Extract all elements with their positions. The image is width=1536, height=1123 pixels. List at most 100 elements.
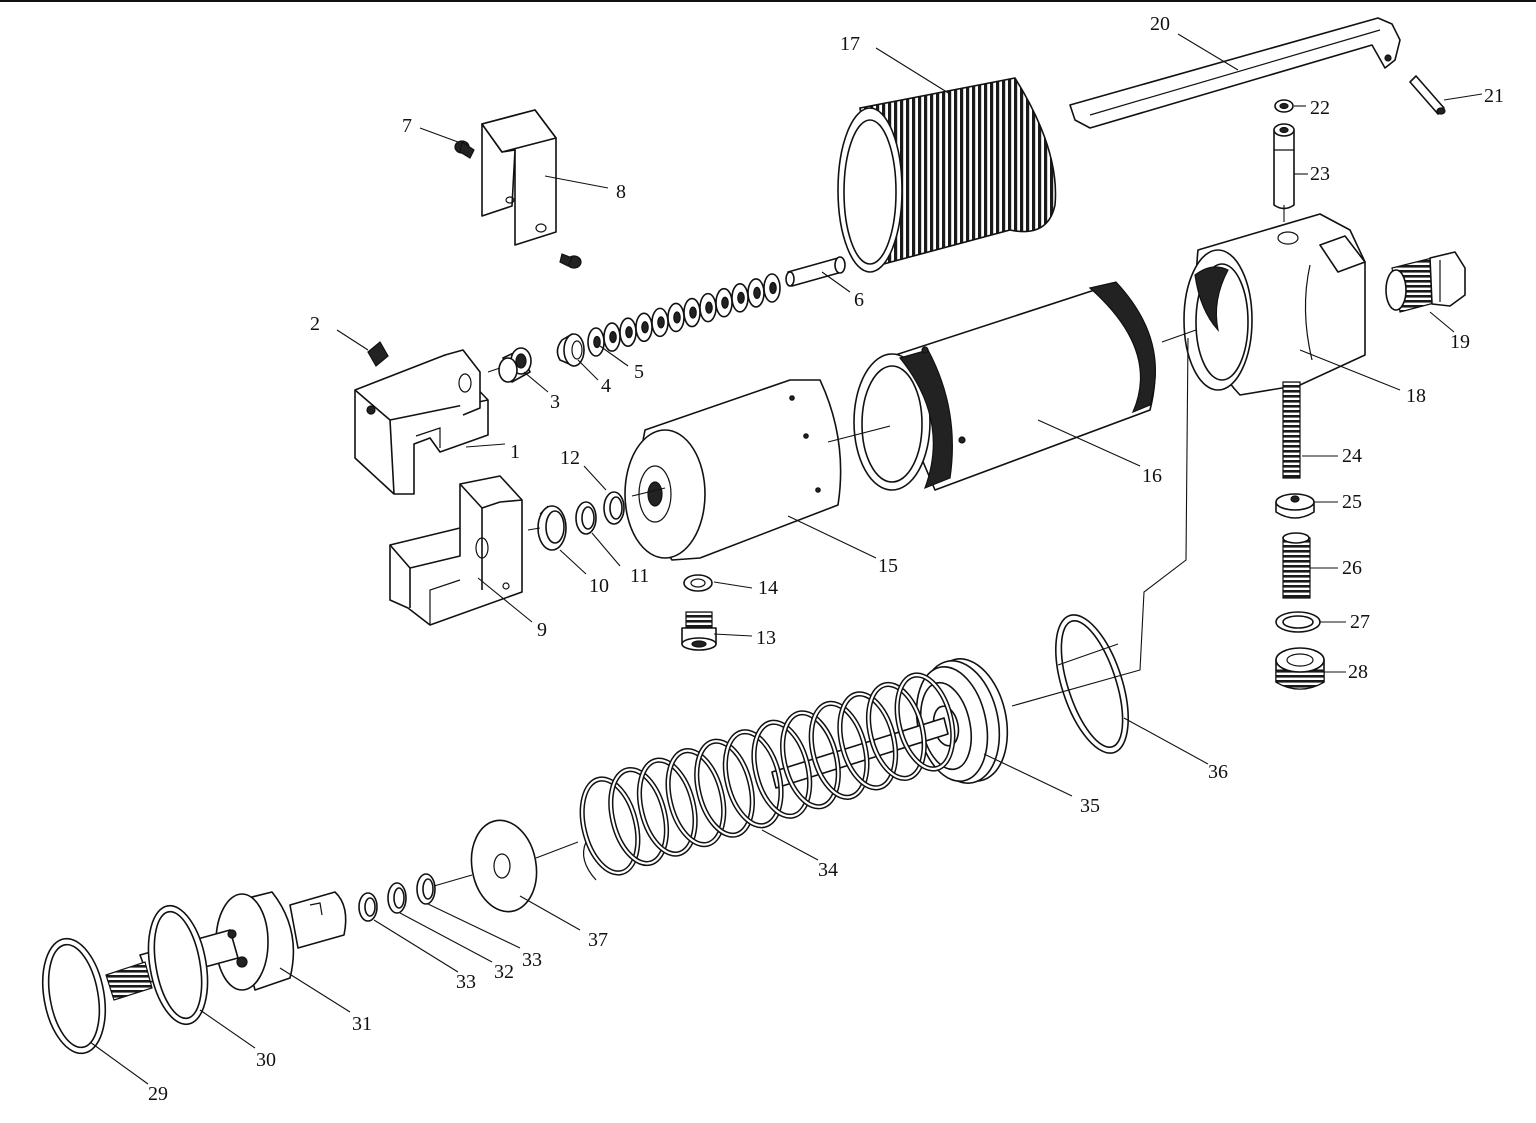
disc xyxy=(587,327,605,357)
part-10-seal xyxy=(537,505,567,551)
disc xyxy=(747,278,765,308)
label-part-34: 34 xyxy=(818,859,838,881)
part-5-disc-stack xyxy=(587,273,781,357)
part-7-screw-lower xyxy=(559,253,582,269)
spring-coil xyxy=(838,692,897,790)
part-37-washer xyxy=(470,819,538,913)
part-27-o-ring xyxy=(1275,611,1321,633)
spring-coil xyxy=(867,683,926,780)
part-2-set-screw xyxy=(367,341,389,367)
spring-coil xyxy=(896,673,954,771)
label-part-20: 20 xyxy=(1150,13,1170,35)
label-part-37: 37 xyxy=(588,929,608,951)
label-part-32: 32 xyxy=(494,961,514,983)
label-part-14: 14 xyxy=(758,577,778,599)
disc xyxy=(651,307,669,338)
label-part-21: 21 xyxy=(1484,85,1504,107)
spring-coil xyxy=(752,721,811,818)
label-part-5: 5 xyxy=(634,361,644,383)
disc xyxy=(667,302,685,333)
disc xyxy=(619,317,637,347)
label-part-31: 31 xyxy=(352,1013,372,1035)
label-part-9: 9 xyxy=(537,619,547,641)
label-part-28: 28 xyxy=(1348,661,1368,683)
label-part-10: 10 xyxy=(589,575,609,597)
spring-coil xyxy=(667,749,725,846)
part-9-jaw-base xyxy=(389,475,523,626)
disc xyxy=(683,297,701,328)
spring-coil xyxy=(581,777,639,875)
part-11-ring xyxy=(575,501,597,535)
part-30-ring xyxy=(147,904,209,1026)
label-part-36: 36 xyxy=(1208,761,1228,783)
label-part-29: 29 xyxy=(148,1083,168,1105)
part-16-cylinder xyxy=(853,281,1156,491)
label-part-6: 6 xyxy=(854,289,864,311)
disc xyxy=(603,322,621,352)
part-34-main-spring xyxy=(579,672,956,881)
part-33-ring-rear xyxy=(358,892,378,922)
spring-coil xyxy=(781,711,840,808)
assembly-centerlines xyxy=(433,205,1285,887)
label-part-3: 3 xyxy=(550,391,560,413)
label-part-30: 30 xyxy=(256,1049,276,1071)
part-12-ring xyxy=(603,491,625,525)
spring-coil xyxy=(609,768,668,865)
disc xyxy=(635,312,653,343)
label-part-22: 22 xyxy=(1310,97,1330,119)
part-28-cap-nut xyxy=(1275,647,1325,690)
label-part-25: 25 xyxy=(1342,491,1362,513)
disc xyxy=(763,273,781,303)
label-part-26: 26 xyxy=(1342,557,1362,579)
part-13-fitting xyxy=(681,611,717,651)
spring-coil xyxy=(724,730,783,827)
spring-coil xyxy=(695,740,754,837)
disc xyxy=(731,283,749,313)
label-part-12: 12 xyxy=(560,447,580,469)
spring-coil xyxy=(638,758,697,856)
part-26-spring xyxy=(1282,532,1311,599)
part-31-shaft-assembly xyxy=(105,891,347,1001)
part-32-ring xyxy=(387,882,407,914)
label-part-19: 19 xyxy=(1450,331,1470,353)
label-part-17: 17 xyxy=(840,33,860,55)
label-part-16: 16 xyxy=(1142,465,1162,487)
part-33-ring-front xyxy=(416,873,436,905)
part-7-screw-upper xyxy=(454,140,475,159)
label-part-18: 18 xyxy=(1406,385,1426,407)
spring-end xyxy=(583,841,597,881)
callout-leaders xyxy=(89,33,1483,1085)
part-23-valve-stem xyxy=(1273,123,1295,210)
disc xyxy=(715,287,733,318)
part-20-lever xyxy=(1069,17,1401,129)
part-24-spring xyxy=(1282,381,1301,479)
label-part-4: 4 xyxy=(601,375,611,397)
label-part-27: 27 xyxy=(1350,611,1370,633)
part-14-washer xyxy=(683,574,713,592)
spring-coil xyxy=(810,702,868,799)
label-part-15: 15 xyxy=(878,555,898,577)
part-19-plug xyxy=(1385,251,1466,313)
label-part-33-lower: 33 xyxy=(456,971,476,993)
label-part-13: 13 xyxy=(756,627,776,649)
label-part-35: 35 xyxy=(1080,795,1100,817)
part-17-grip-sleeve xyxy=(837,77,1057,273)
label-part-11: 11 xyxy=(630,565,649,587)
part-3-bushing xyxy=(498,347,532,383)
label-part-7: 7 xyxy=(402,115,412,137)
part-6-pin xyxy=(785,256,846,287)
label-part-24: 24 xyxy=(1342,445,1362,467)
part-1-jaw-block xyxy=(354,349,489,495)
label-part-1: 1 xyxy=(510,441,520,463)
label-part-8: 8 xyxy=(616,181,626,203)
part-15-front-cap xyxy=(624,379,842,561)
part-29-ring xyxy=(41,937,107,1055)
label-part-23: 23 xyxy=(1310,163,1330,185)
label-part-33-upper: 33 xyxy=(522,949,542,971)
part-18-valve-housing xyxy=(1183,213,1366,396)
disc xyxy=(699,292,717,323)
part-21-pin xyxy=(1409,75,1446,115)
callout-labels: 1 2 3 4 5 6 7 8 9 10 11 12 13 14 15 16 1… xyxy=(148,13,1504,1105)
part-25-valve-seat xyxy=(1275,493,1315,519)
